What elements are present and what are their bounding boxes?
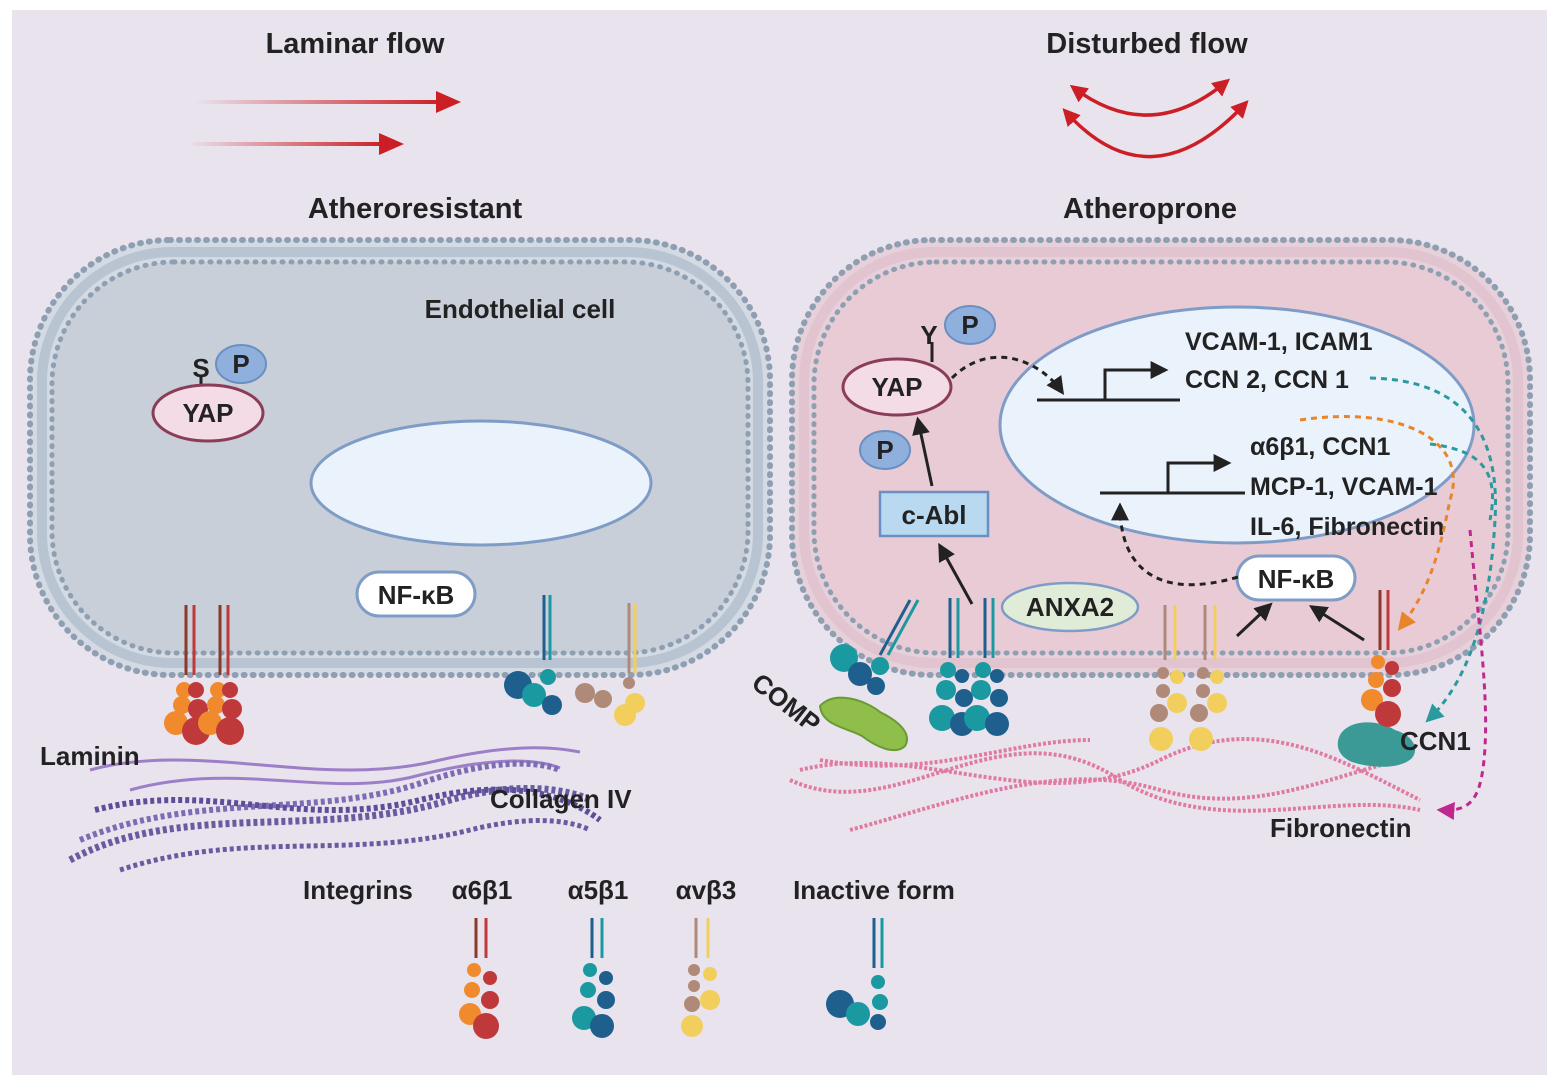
laminar-arrow-shaft-2 (188, 142, 383, 146)
collagen-strand-3 (94, 786, 602, 823)
gene-set-1-line-1: VCAM-1, ICAM1 (1185, 328, 1373, 356)
left-yap-oval (151, 383, 265, 443)
integrin-to-cabl-arrow (938, 542, 974, 605)
cabl-to-yap-arrow (912, 416, 934, 487)
gene-set-2-line-3: IL-6, Fibronectin (1250, 513, 1444, 541)
legend-a6b1-label: α6β1 (452, 875, 513, 905)
disturbed-arrow-2 (1062, 100, 1249, 159)
right-yap-complex: Y P YAP P (841, 305, 996, 470)
avb3-to-nfkb-arrow (1235, 602, 1273, 638)
ccn-secretion-arrow (1369, 376, 1498, 723)
right-tyrosine-site: Y (920, 320, 937, 350)
fibronectin-matrix (789, 737, 1421, 832)
left-nucleus (309, 419, 653, 547)
right-integrin-inactive-1 (830, 599, 920, 695)
collagen-label: Collagen IV (490, 784, 632, 814)
legend-integrin-a6b1 (459, 918, 499, 1039)
legend-integrin-avb3 (681, 918, 720, 1037)
promoter-2 (1100, 454, 1245, 495)
anxa2-oval: ANXA2 (1000, 581, 1140, 633)
disturbed-flow-title: Disturbed flow (1046, 28, 1248, 60)
nfkb-to-nucleus-arrow (1111, 502, 1239, 587)
fibronectin-secretion-arrow (1436, 529, 1488, 820)
left-basement-membrane (68, 746, 602, 873)
left-serine-site: S (192, 353, 209, 383)
left-nfkb-box: NF-κB (355, 570, 477, 618)
promoter-1 (1037, 361, 1180, 402)
left-integrin-a6b1-2 (198, 605, 244, 745)
gene-set-2-line-1: α6β1, CCN1 (1250, 433, 1390, 461)
left-integrin-inactive (504, 595, 562, 715)
laminar-arrowhead-2 (379, 133, 404, 155)
ccn1-protein-shape (1337, 722, 1416, 767)
atheroresistant-title: Atheroresistant (308, 193, 523, 225)
legend-a5b1-label: α5β1 (568, 875, 629, 905)
disturbed-flow-arrows (1062, 78, 1249, 159)
legend-avb3-label: αvβ3 (676, 875, 737, 905)
left-yap-complex: S P YAP (151, 344, 267, 443)
right-nfkb-label: NF-κB (1258, 564, 1335, 594)
laminar-flow-title: Laminar flow (266, 28, 445, 60)
cabl-box: c-Abl (878, 490, 990, 538)
right-nucleus (998, 305, 1476, 545)
endothelial-cell-label: Endothelial cell (425, 294, 616, 324)
right-integrin-a6b1 (1361, 590, 1401, 727)
laminin-label: Laminin (40, 741, 140, 771)
right-membrane-bilayer (799, 247, 1523, 668)
ccn1-label: CCN1 (1400, 726, 1471, 756)
signaling-arrows (912, 355, 1365, 642)
left-phospho-bubble (215, 344, 267, 384)
left-nfkb-label: NF-κB (378, 580, 455, 610)
right-integrin-avb3-2 (1189, 605, 1227, 751)
laminin-strand-1 (89, 746, 581, 772)
legend-title: Integrins (303, 875, 413, 905)
right-integrin-avb3-1 (1149, 605, 1187, 751)
legend-inactive-label: Inactive form (793, 875, 955, 905)
anxa2-label: ANXA2 (1026, 592, 1114, 622)
right-phospho-label-2: P (876, 435, 893, 465)
cabl-label: c-Abl (902, 500, 967, 530)
left-yap-label: YAP (182, 398, 233, 428)
right-yap-oval (841, 357, 953, 417)
left-membrane-bilayer (37, 247, 763, 668)
left-integrin-avb3 (575, 603, 645, 726)
laminar-arrowhead-1 (436, 91, 461, 113)
laminar-arrow-shaft-1 (195, 100, 440, 104)
ccn1-secretion-arrow (1429, 442, 1494, 521)
left-phospho-label: P (232, 349, 249, 379)
comp-protein-shape (818, 696, 908, 752)
fibronectin-label: Fibronectin (1270, 813, 1412, 843)
legend-integrin-inactive (826, 918, 888, 1030)
gene-set-1-line-2: CCN 2, CCN 1 (1185, 366, 1349, 394)
right-phospho-bubble-2 (859, 430, 911, 470)
right-integrin-a5b1-2 (964, 598, 1009, 736)
right-phospho-label-1: P (961, 310, 978, 340)
legend-integrin-a5b1 (572, 918, 615, 1038)
collagen-strand-2 (78, 760, 562, 843)
right-yap-label: YAP (871, 372, 922, 402)
right-nfkb-box: NF-κB (1235, 554, 1357, 602)
gene-set-2-line-2: MCP-1, VCAM-1 (1250, 473, 1438, 501)
laminar-flow-arrows (188, 91, 461, 155)
right-phospho-bubble-1 (944, 305, 996, 345)
a6b1-to-nfkb-arrow (1308, 605, 1365, 642)
collagen-strand-1 (68, 785, 592, 864)
atheroprone-title: Atheroprone (1063, 193, 1237, 225)
yap-to-nucleus-arrow (950, 355, 1065, 395)
left-endothelial-cell (27, 237, 773, 678)
